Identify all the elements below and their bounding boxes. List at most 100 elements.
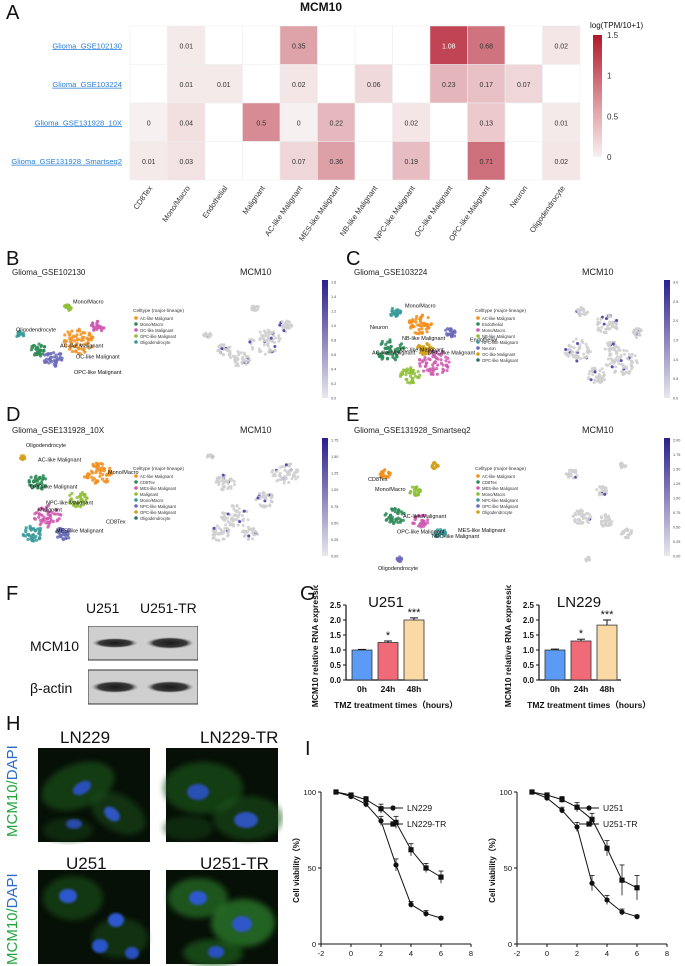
umap-expression-point [275,470,279,474]
umap-expression-point [287,480,291,484]
line-chart-xtick-label: -2 [514,949,521,958]
heatmap-cell-value: 0.35 [292,43,306,50]
umap-cell-point [40,513,44,517]
umap-cell-point [385,517,389,522]
umap-cell-point [441,532,445,536]
umap-expression-point [287,323,291,327]
umap-cell-point [441,363,445,367]
bar-chart-ytick-label: 1.5 [330,631,342,640]
line-chart-xtick-label: 0 [349,949,353,958]
umap-cell-point [440,370,445,375]
umap-expression-point [586,346,590,350]
wb-lane2-label: U251-TR [140,600,197,616]
bar-chart-xlabel: TMZ treatment times（hours） [334,700,458,710]
umap-expression-point [605,489,609,493]
umap-expression-point [214,538,218,542]
heatmap-cell [354,141,393,181]
umap-expression-point [278,337,282,341]
umap-expression-point [226,512,230,516]
umap-expression-point [629,355,633,359]
umap-expression-point [248,358,252,362]
umap-expression-point [608,349,612,353]
heatmap-col-label: CD8Tex [132,184,155,211]
umap-cell-point [76,346,80,350]
umap-cell-point [68,493,72,497]
umap-expression-point [222,343,226,347]
umap-cell-point [64,536,68,540]
umap-expression-point [579,357,583,361]
umap-expression-point [266,341,270,345]
umap-colorbar-tick: 0.50 [331,521,338,525]
umap-cell-point [438,530,442,534]
heatmap-cell-value: 0.22 [329,120,343,127]
umap-expression-point [604,363,608,367]
colorbar-tick-label: 0 [607,153,612,162]
umap-expression-point [606,324,610,328]
umap-cell-point [40,478,44,482]
umap-cell-point [31,533,36,537]
umap-expression-point [619,355,623,359]
umap-legend-swatch [134,492,138,496]
umap-legend-swatch [134,504,138,508]
umap-cell-point [434,350,439,355]
bar [570,640,592,681]
umap-cell-point [388,340,392,344]
umap-cell-point [38,522,42,527]
umap-expression-point [272,333,276,337]
line-point [589,880,595,886]
umap-cell-point [412,488,416,492]
umap-cell-point [51,519,56,524]
umap-cell-point [423,352,427,356]
umap-cell-point [63,529,67,534]
umap-cell-point [55,508,59,512]
line-point [544,792,550,798]
umap-cell-point [420,345,424,349]
umap-cell-point [22,334,26,338]
umap-expression-point [267,350,271,354]
umap-cell-point [77,329,82,333]
umap-cell-point [416,375,420,379]
umap-expression-point [602,330,606,334]
heatmap-col-label: Oligodendrocyte [528,184,567,234]
umap-cell-point [37,529,42,533]
umap-expression-point [601,484,605,488]
umap-colorbar-tick: 0.2 [331,382,336,386]
umap-cell-point [38,354,43,358]
umap-expression-point [221,531,225,535]
umap-cell-point [44,484,48,488]
umap-expression-point [567,344,571,348]
umap-expression-point [630,528,634,532]
line-chart-xtick-label: 0 [545,949,549,958]
heatmap-cell [354,102,393,142]
umap-cell-point [29,348,33,352]
umap-colorbar-tick: 0.75 [331,505,338,509]
line-point [589,816,595,822]
line-chart-xtick-label: 4 [409,949,413,958]
umap-expression-point [220,529,224,533]
umap-expression-point [580,340,584,344]
umap-cell-point [97,468,102,472]
umap-cell-point [87,472,91,476]
umap-expression-point [287,462,291,466]
heatmap-cell [279,64,318,104]
umap-colorbar-tick: 1.25 [673,482,680,486]
heatmap-cell-value: 0.01 [217,82,231,89]
umap-expression-point [285,325,289,329]
legend-label: LN229 [407,803,432,813]
umap-cell-point [54,353,58,357]
umap-colorbar-tick: 2.5 [673,300,678,304]
umap-cell-point [431,466,435,470]
umap-cell-point [32,516,37,521]
heatmap-cell [317,25,356,65]
umap-cell-point [420,514,424,518]
umap-legend-label: OC-like Malignant [140,328,174,333]
umap-cell-point [448,329,453,333]
umap-cell-point [396,349,401,354]
umap-cell-point [417,343,421,348]
umap-legend-title: Celltype (major-lineage) [475,466,526,472]
umap-cell-point [418,351,422,355]
umap-expression-point [214,480,218,484]
umap-expression-point [271,468,275,472]
umap-cell-point [46,520,50,524]
